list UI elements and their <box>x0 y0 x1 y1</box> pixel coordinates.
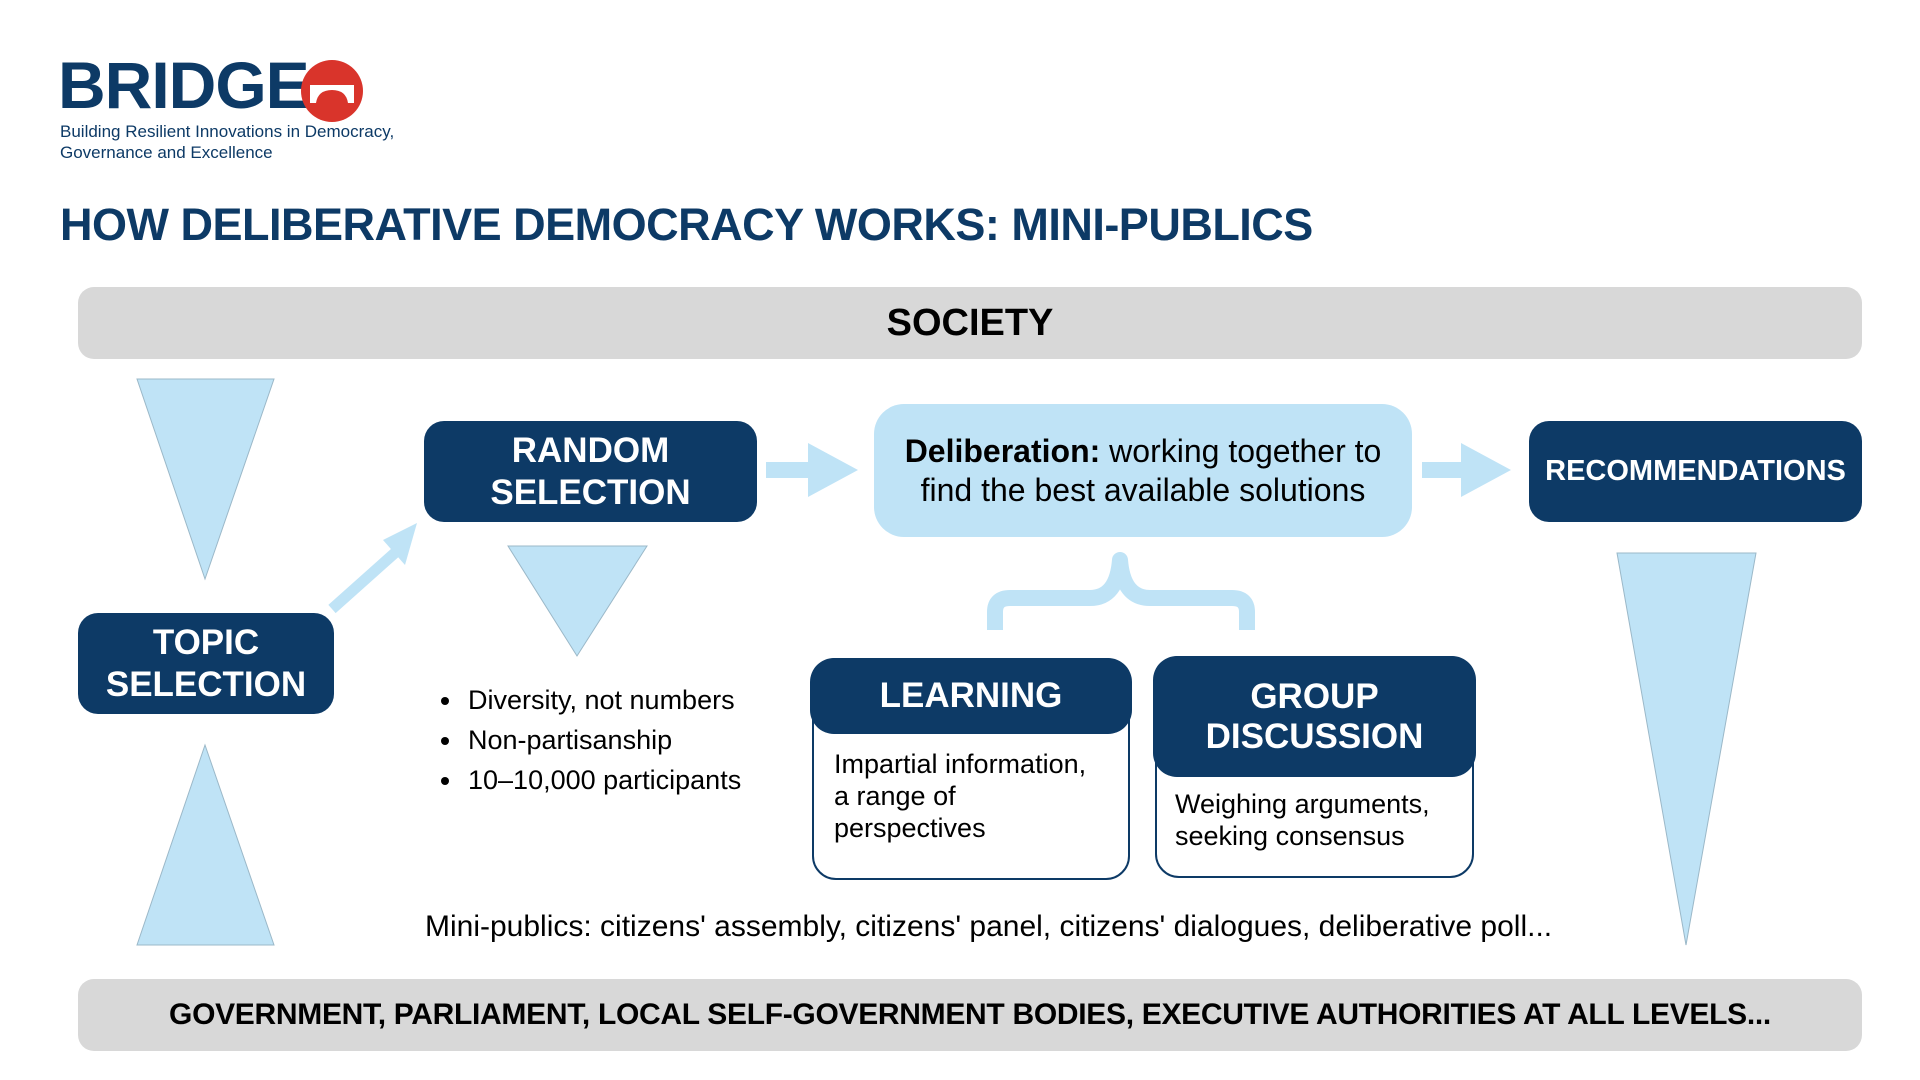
down-triangle-left-top <box>136 378 275 581</box>
group-discussion-title: GROUP DISCUSSION <box>1205 676 1424 756</box>
logo-tagline: Building Resilient Innovations in Democr… <box>60 122 395 162</box>
up-triangle-left-bottom <box>136 743 275 946</box>
right-arrow-icon-1 <box>766 443 858 497</box>
learning-title: LEARNING <box>879 676 1063 715</box>
topic-selection-label: TOPIC SELECTION <box>105 622 307 704</box>
mini-publics-note: Mini-publics: citizens' assembly, citize… <box>425 910 1553 943</box>
deliberation-description: working together to find the best availa… <box>920 432 1382 508</box>
logo-wordmark: BRIDGE <box>58 48 310 122</box>
recommendations-label: RECOMMENDATIONS <box>1545 455 1846 487</box>
random-selection-box: RANDOM SELECTION <box>424 421 757 522</box>
bridge-logo-icon <box>301 60 363 122</box>
list-item: Diversity, not numbers <box>464 680 741 720</box>
diagonal-arrow-icon <box>328 523 417 614</box>
group-discussion-header: GROUP DISCUSSION <box>1153 656 1476 777</box>
topic-selection-box: TOPIC SELECTION <box>78 613 334 714</box>
government-bar: GOVERNMENT, PARLIAMENT, LOCAL SELF-GOVER… <box>78 979 1862 1051</box>
deliberation-text: Deliberation: working together to find t… <box>893 432 1393 510</box>
down-triangle-random <box>507 545 648 657</box>
society-bar: SOCIETY <box>78 287 1862 359</box>
deliberation-bold: Deliberation: <box>904 432 1101 469</box>
learning-header: LEARNING <box>810 658 1132 734</box>
random-selection-criteria: Diversity, not numbers Non-partisanship … <box>440 680 741 800</box>
down-triangle-right-tall <box>1616 552 1757 946</box>
society-label: SOCIETY <box>886 301 1054 344</box>
curly-brace-icon <box>987 552 1255 630</box>
deliberation-box: Deliberation: working together to find t… <box>874 404 1412 537</box>
random-selection-label: RANDOM SELECTION <box>490 430 691 512</box>
government-label: GOVERNMENT, PARLIAMENT, LOCAL SELF-GOVER… <box>169 998 1771 1031</box>
right-arrow-icon-2 <box>1422 443 1511 497</box>
list-item: 10–10,000 participants <box>464 760 741 800</box>
page-title: HOW DELIBERATIVE DEMOCRACY WORKS: MINI-P… <box>60 199 1313 250</box>
list-item: Non-partisanship <box>464 720 741 760</box>
learning-body: Impartial information, a range of perspe… <box>834 749 1087 843</box>
group-discussion-body: Weighing arguments, seeking consensus <box>1175 789 1430 851</box>
recommendations-box: RECOMMENDATIONS <box>1529 421 1862 522</box>
